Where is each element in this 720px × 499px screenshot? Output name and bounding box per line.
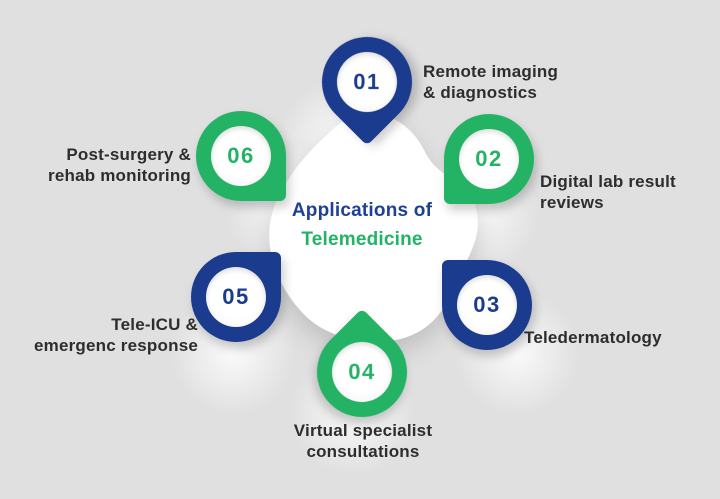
label-digital-lab-results: Digital lab result reviews (540, 172, 676, 213)
pin-01-number: 01 (353, 69, 381, 94)
pin-03-circle: 03 (457, 275, 517, 335)
pin-01-circle: 01 (337, 52, 397, 112)
label-tele-icu: Tele-ICU & emergenc response (33, 315, 198, 356)
title-line-2: Telemedicine (301, 228, 423, 250)
label-virtual-specialist: Virtual specialist consultations (293, 421, 433, 462)
label-teledermatology: Teledermatology (524, 328, 662, 347)
pin-03-number: 03 (473, 292, 501, 317)
center-blob-shape (269, 113, 478, 342)
pin-02-circle: 02 (459, 129, 519, 189)
pin-03: 03 (442, 260, 532, 350)
pin-02-number: 02 (475, 146, 503, 171)
label-post-surgery: Post-surgery & rehab monitoring (48, 145, 191, 186)
pin-04-circle: 04 (332, 342, 392, 402)
pin-05: 05 (191, 252, 281, 342)
pin-05-number: 05 (222, 284, 250, 309)
diagram-title: Applications of Telemedicine (262, 197, 462, 254)
pin-05-circle: 05 (206, 267, 266, 327)
title-line-1: Applications of (291, 200, 433, 221)
pin-04-number: 04 (348, 359, 376, 384)
pin-06-circle: 06 (211, 126, 271, 186)
pin-02: 02 (444, 114, 534, 204)
pin-06: 06 (196, 111, 286, 201)
label-remote-imaging: Remote imaging & diagnostics (423, 62, 559, 103)
pin-06-number: 06 (227, 143, 255, 168)
